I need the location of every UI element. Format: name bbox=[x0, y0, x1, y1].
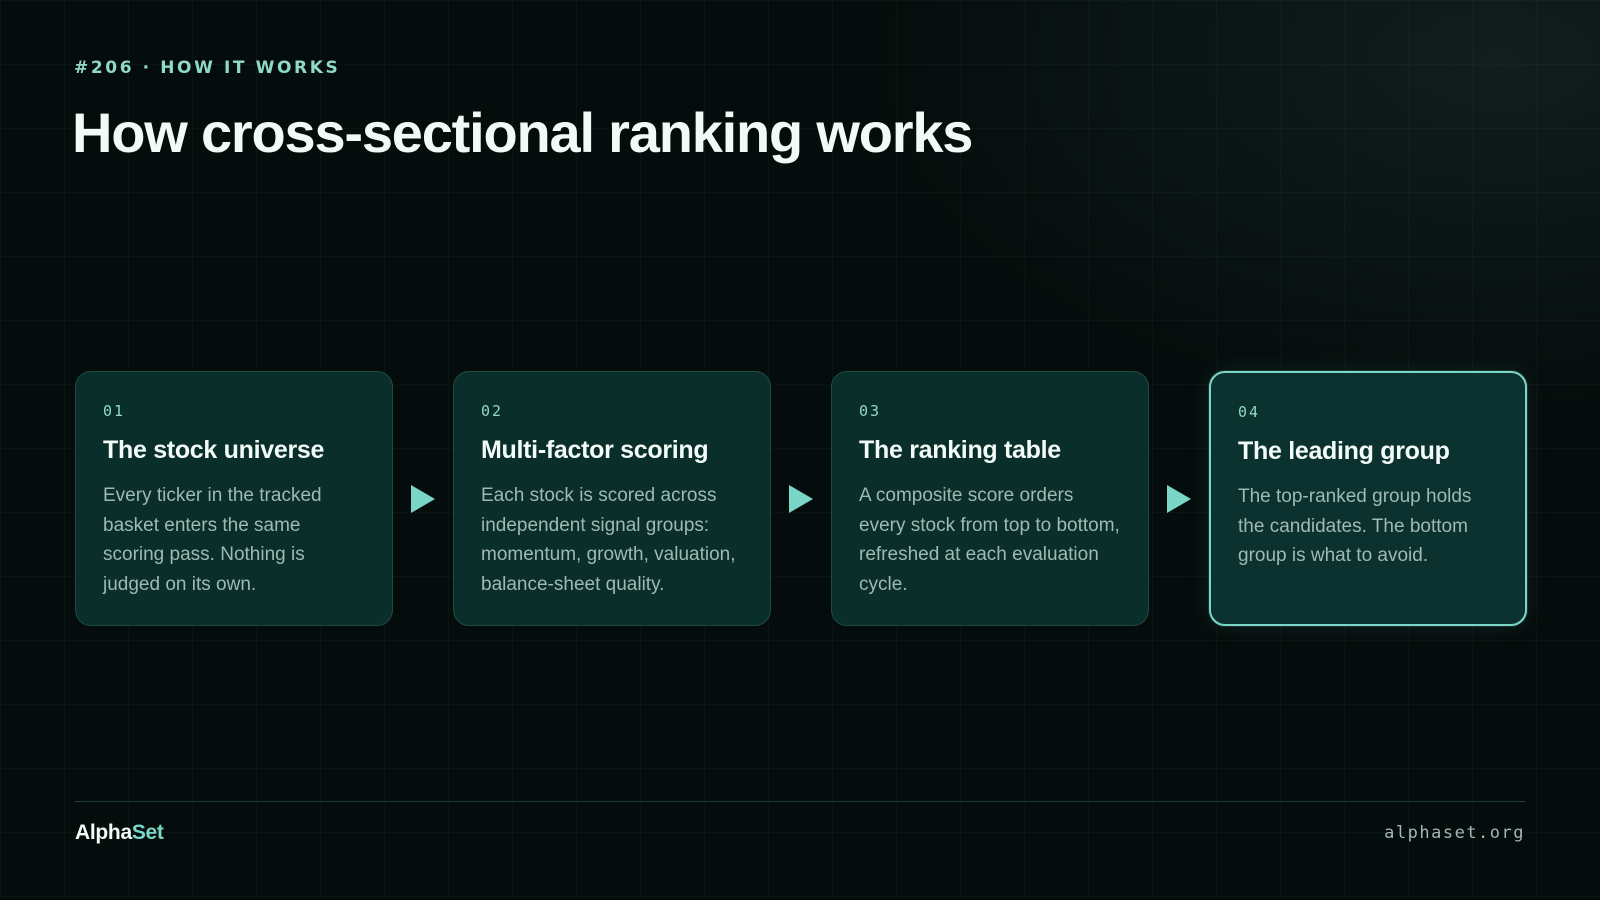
step-number: 02 bbox=[481, 402, 504, 420]
step-description: The top-ranked group holds the candidate… bbox=[1238, 486, 1472, 566]
play-arrow-icon bbox=[393, 484, 453, 514]
play-arrow-icon bbox=[1149, 484, 1209, 514]
step-card-4: 04 The leading group The top-ranked grou… bbox=[1209, 371, 1527, 626]
step-title: The stock universe bbox=[103, 436, 325, 464]
eyebrow-label: #206 · HOW IT WORKS bbox=[74, 58, 341, 78]
step-description: A composite score orders every stock fro… bbox=[859, 485, 1120, 595]
step-number: 03 bbox=[859, 402, 882, 420]
step-card-1: 01 The stock universe Every ticker in th… bbox=[75, 371, 393, 626]
step-title: The leading group bbox=[1238, 437, 1450, 465]
process-flow: 01 The stock universe Every ticker in th… bbox=[75, 371, 1527, 626]
footer-divider bbox=[75, 801, 1525, 802]
step-title: The ranking table bbox=[859, 436, 1061, 464]
step-card-2: 02 Multi-factor scoring Each stock is sc… bbox=[453, 371, 771, 626]
page-title: How cross-sectional ranking works bbox=[72, 101, 973, 164]
step-number: 01 bbox=[103, 402, 126, 420]
step-number: 04 bbox=[1238, 403, 1261, 421]
step-card-3: 03 The ranking table A composite score o… bbox=[831, 371, 1149, 626]
play-arrow-icon bbox=[771, 484, 831, 514]
step-description: Each stock is scored across independent … bbox=[481, 485, 736, 595]
step-title: Multi-factor scoring bbox=[481, 436, 709, 464]
brand-logo-part2: Set bbox=[131, 821, 164, 844]
brand-logo: AlphaSet bbox=[75, 821, 164, 845]
footer-url: alphaset.org bbox=[1384, 823, 1525, 843]
brand-logo-part1: Alpha bbox=[75, 821, 132, 844]
step-description: Every ticker in the tracked basket enter… bbox=[103, 485, 322, 595]
